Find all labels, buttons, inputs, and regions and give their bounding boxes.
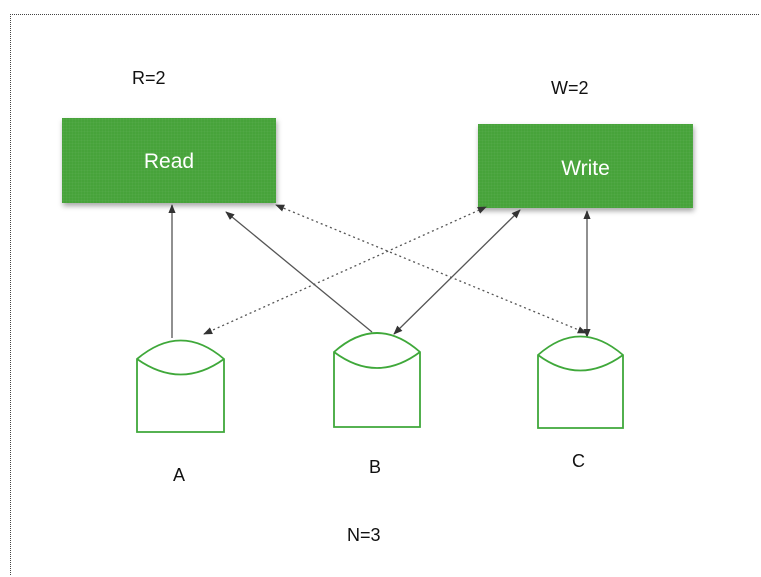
diagram-frame xyxy=(10,14,759,575)
read-box: Read xyxy=(62,118,276,203)
read-quorum-label: R=2 xyxy=(132,68,166,88)
arrow-b-to-read xyxy=(225,211,373,333)
replica-c-label: C xyxy=(572,451,585,471)
write-box-label: Write xyxy=(561,157,610,180)
arrow-c-to-read xyxy=(275,204,587,334)
arrow-a-to-write xyxy=(203,206,487,335)
database-b-icon xyxy=(333,332,421,428)
replica-a-label: A xyxy=(173,465,186,485)
arrow-b-to-write xyxy=(393,209,521,335)
replica-b-label: B xyxy=(369,457,382,477)
database-c-icon xyxy=(537,335,624,429)
write-quorum-label: W=2 xyxy=(551,78,589,98)
database-a-icon xyxy=(136,339,225,433)
write-box: Write xyxy=(478,124,693,208)
replica-count-label: N=3 xyxy=(347,525,381,545)
read-box-label: Read xyxy=(143,150,195,173)
